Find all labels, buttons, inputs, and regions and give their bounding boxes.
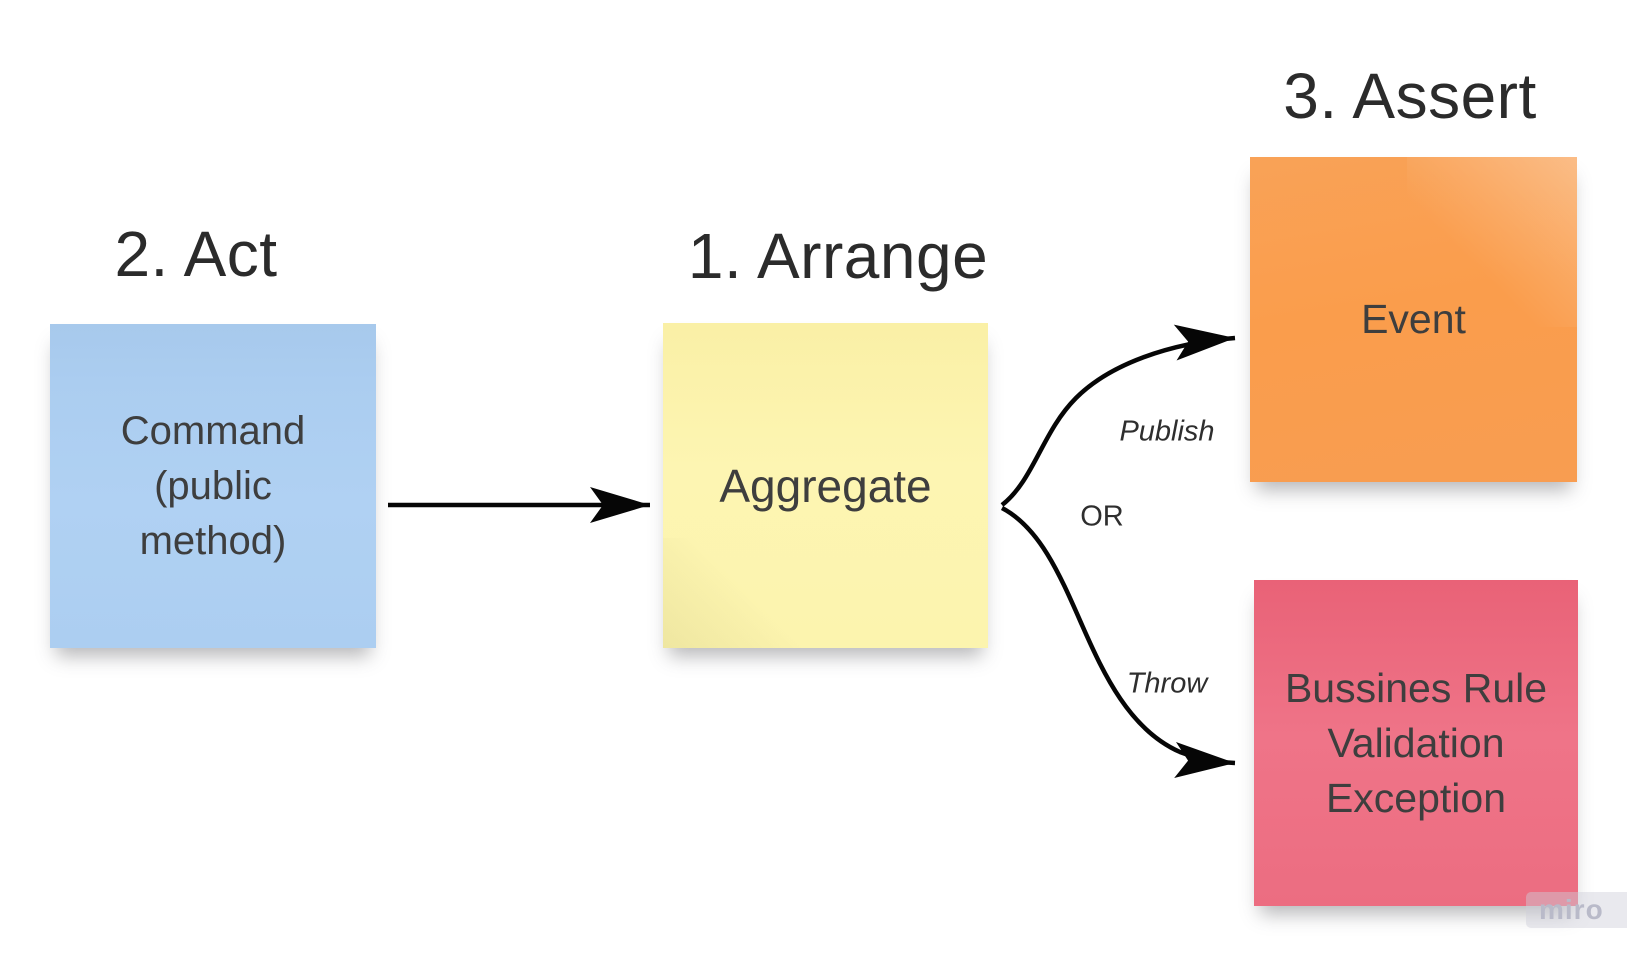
connector-label-or[interactable]: OR xyxy=(1080,500,1124,533)
heading-assert[interactable]: 3. Assert xyxy=(1283,60,1537,132)
arrow-publish-to-event[interactable] xyxy=(1000,324,1236,507)
miro-watermark-badge: miro xyxy=(1526,892,1627,928)
connector-label-throw[interactable]: Throw xyxy=(1126,667,1208,700)
sticky-note-event[interactable]: Event xyxy=(1250,157,1577,482)
miro-logo: miro xyxy=(1539,894,1604,925)
heading-act[interactable]: 2. Act xyxy=(114,218,278,290)
sticky-note-aggregate[interactable]: Aggregate xyxy=(663,323,988,648)
sticky-note-event-text: Event xyxy=(1361,296,1466,342)
sticky-note-command[interactable]: Command (public method) xyxy=(50,324,376,648)
connector-label-publish[interactable]: Publish xyxy=(1119,415,1215,448)
arrow-throw-to-exception[interactable] xyxy=(1000,506,1236,778)
sticky-note-exception[interactable]: Bussines Rule Validation Exception xyxy=(1254,580,1578,906)
sticky-note-command-text: Command (public method) xyxy=(120,408,306,563)
heading-arrange[interactable]: 1. Arrange xyxy=(687,220,989,292)
sticky-note-aggregate-text: Aggregate xyxy=(719,459,932,512)
sticky-note-exception-text: Bussines Rule Validation Exception xyxy=(1284,664,1548,821)
